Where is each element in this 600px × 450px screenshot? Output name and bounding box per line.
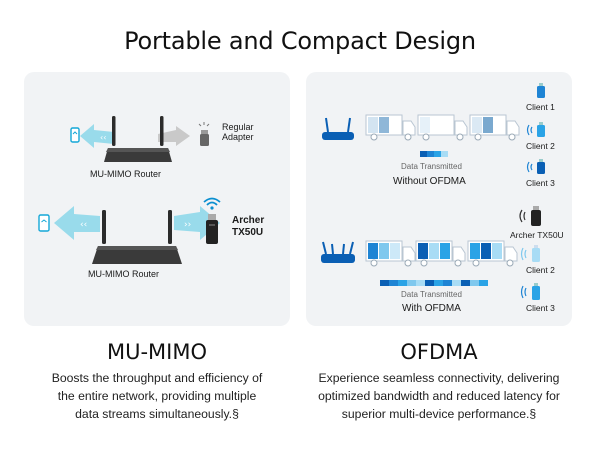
- svg-text:››: ››: [184, 220, 191, 230]
- archer-label-line1: Archer: [232, 215, 265, 226]
- with-ofdma-caption: With OFDMA: [402, 303, 461, 314]
- data-segment: [398, 280, 407, 286]
- client-label: Client 3: [526, 303, 555, 313]
- data-segment: [380, 280, 389, 286]
- client-adapter-icon: [537, 83, 545, 98]
- truck-icon: [415, 240, 466, 267]
- truck-icon: [469, 114, 520, 141]
- data-segment: [461, 280, 470, 286]
- archer-label: Archer TX50U: [510, 230, 564, 240]
- truck-icon: [365, 240, 416, 267]
- client-adapter-icon: [526, 159, 545, 174]
- signal-arrow-left-icon: ‹‹: [80, 124, 114, 148]
- description-line: Experience seamless connectivity, delive…: [318, 371, 560, 385]
- archer-label-line2: TX50U: [232, 227, 264, 238]
- data-segment: [425, 280, 434, 286]
- description-line: the entire network, providing multiple: [57, 389, 257, 403]
- data-segment: [416, 280, 425, 286]
- router-label: MU-MIMO Router: [90, 169, 162, 179]
- router-icon: [104, 116, 172, 162]
- client-label: Client 2: [526, 265, 555, 275]
- ofdma-panel: Data Transmitted Without OFDMA Client 1 …: [306, 72, 572, 326]
- data-transmitted-bar: [420, 151, 448, 157]
- client-label: Client 3: [526, 178, 555, 188]
- signal-arrow-left-icon: ‹‹: [54, 206, 100, 240]
- data-segment: [470, 280, 479, 286]
- ofdma-description: Experience seamless connectivity, delive…: [306, 369, 572, 423]
- wifi-icon: [203, 197, 221, 210]
- truck-icon: [467, 240, 518, 267]
- data-segment: [427, 151, 434, 157]
- data-transmitted-label: Data Transmitted: [401, 290, 462, 299]
- data-segment: [479, 280, 488, 286]
- mu-mimo-heading: MU-MIMO: [106, 340, 208, 364]
- data-segment: [434, 151, 441, 157]
- client-label: Client 2: [526, 141, 555, 151]
- router-icon: [322, 117, 354, 140]
- description-line: optimized bandwidth and reduced latency …: [318, 389, 560, 403]
- router-icon: [321, 241, 355, 263]
- phone-icon: [38, 214, 50, 232]
- data-segment: [407, 280, 416, 286]
- description-line: Boosts the throughput and efficiency of: [51, 371, 263, 385]
- router-label: MU-MIMO Router: [88, 269, 160, 279]
- client-label: Client 1: [526, 102, 555, 112]
- data-segment: [452, 280, 461, 286]
- adapter-label-line1: Regular: [222, 122, 254, 132]
- truck-icon: [365, 114, 416, 141]
- client-adapter-icon: [520, 245, 540, 262]
- phone-icon: [70, 127, 80, 143]
- signal-arrow-right-icon: [158, 126, 190, 146]
- client-adapter-icon: [526, 122, 545, 137]
- mu-mimo-panel: ‹‹ MU-MIMO Router Regular Adapter ‹‹ ››: [24, 72, 290, 326]
- data-transmitted-bar: [380, 280, 488, 286]
- archer-adapter-icon: [519, 206, 541, 226]
- page-title: Portable and Compact Design: [124, 27, 476, 55]
- data-segment: [443, 280, 452, 286]
- adapter-label-line2: Adapter: [222, 132, 254, 142]
- trucks-with-ofdma: [365, 240, 518, 267]
- description-line: data streams simultaneously.§: [75, 407, 239, 421]
- archer-adapter-icon: [206, 214, 218, 244]
- svg-text:‹‹: ‹‹: [80, 220, 87, 230]
- client-adapter-icon: [520, 283, 540, 300]
- truck-icon: [417, 114, 468, 141]
- usb-adapter-icon: [198, 122, 210, 146]
- description-line: superior multi-device performance.§: [341, 407, 537, 421]
- trucks-without-ofdma: [365, 114, 520, 141]
- data-segment: [420, 151, 427, 157]
- data-segment: [434, 280, 443, 286]
- ofdma-heading: OFDMA: [400, 340, 478, 364]
- data-transmitted-label: Data Transmitted: [401, 162, 462, 171]
- data-segment: [441, 151, 448, 157]
- data-segment: [389, 280, 398, 286]
- router-icon: [92, 210, 182, 264]
- without-ofdma-caption: Without OFDMA: [393, 176, 466, 187]
- mu-mimo-description: Boosts the throughput and efficiency of …: [24, 369, 290, 423]
- svg-text:‹‹: ‹‹: [100, 133, 106, 142]
